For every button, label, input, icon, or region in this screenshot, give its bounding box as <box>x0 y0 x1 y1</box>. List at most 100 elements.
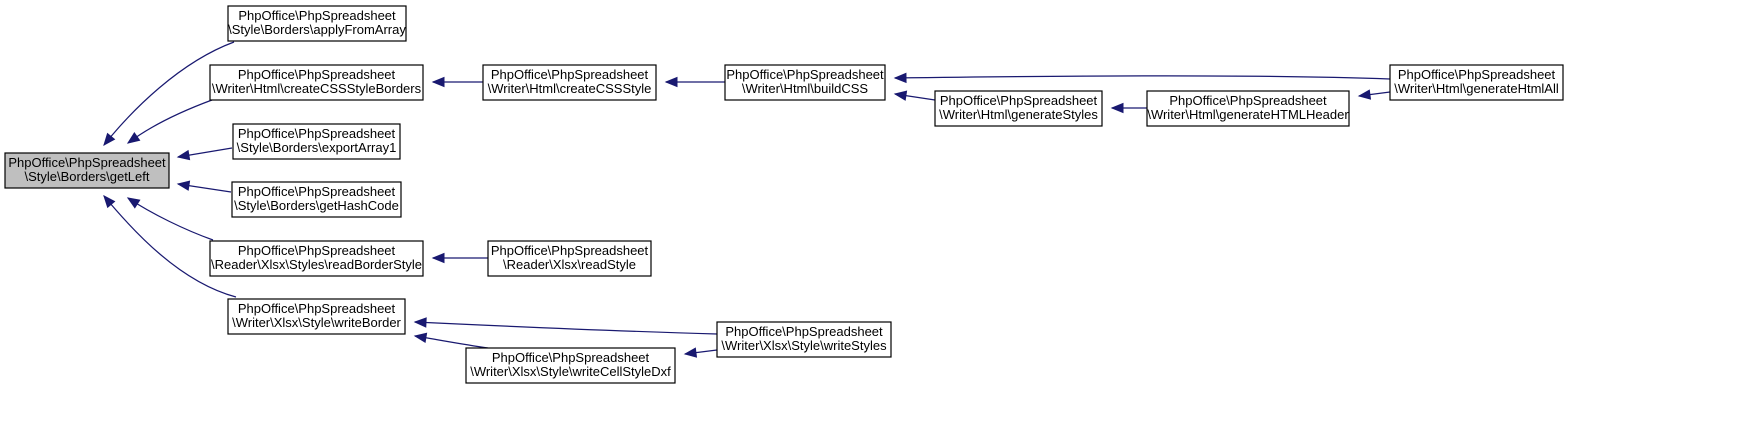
node-namespace-label: PhpOffice\PhpSpreadsheet <box>1398 67 1556 82</box>
arrowhead <box>893 90 908 101</box>
node-function-label: \Style\Borders\getHashCode <box>234 198 399 213</box>
node-getLeft[interactable]: PhpOffice\PhpSpreadsheet\Style\Borders\g… <box>4 152 170 189</box>
node-namespace-label: PhpOffice\PhpSpreadsheet <box>726 67 884 82</box>
node-namespace-label: PhpOffice\PhpSpreadsheet <box>725 324 883 339</box>
edge-createCSSStyleBorders-to-getLeft <box>126 99 213 144</box>
node-function-label: \Writer\Html\createCSSStyle <box>488 81 652 96</box>
node-getHashCode[interactable]: PhpOffice\PhpSpreadsheet\Style\Borders\g… <box>231 181 402 218</box>
node-box[interactable] <box>209 64 424 101</box>
node-createCSSStyleBorders[interactable]: PhpOffice\PhpSpreadsheet\Writer\Html\cre… <box>209 64 424 101</box>
edge-applyFromArray-to-getLeft <box>103 41 235 147</box>
node-namespace-label: PhpOffice\PhpSpreadsheet <box>238 126 396 141</box>
node-writeStyles[interactable]: PhpOffice\PhpSpreadsheet\Writer\Xlsx\Sty… <box>716 321 892 358</box>
edge-generateHtmlAll-to-buildCSS <box>893 72 1391 84</box>
arrowhead <box>431 252 445 264</box>
node-namespace-label: PhpOffice\PhpSpreadsheet <box>8 155 166 170</box>
node-createCSSStyle[interactable]: PhpOffice\PhpSpreadsheet\Writer\Html\cre… <box>482 64 657 101</box>
node-function-label: \Style\Borders\getLeft <box>24 169 149 184</box>
node-namespace-label: PhpOffice\PhpSpreadsheet <box>491 243 649 258</box>
edge-line <box>103 195 237 298</box>
edges-layer <box>103 41 1391 358</box>
node-function-label: \Writer\Xlsx\Style\writeCellStyleDxf <box>470 364 671 379</box>
arrowhead <box>103 194 116 209</box>
edge-line <box>127 197 214 241</box>
edge-getHashCode-to-getLeft <box>176 180 232 193</box>
node-function-label: \Style\Borders\applyFromArray <box>228 22 406 37</box>
node-buildCSS[interactable]: PhpOffice\PhpSpreadsheet\Writer\Html\bui… <box>724 64 886 101</box>
edge-readBorderStyle-to-getLeft <box>126 197 214 241</box>
node-applyFromArray[interactable]: PhpOffice\PhpSpreadsheet\Style\Borders\a… <box>227 5 407 42</box>
node-function-label: \Writer\Xlsx\Style\writeBorder <box>232 315 401 330</box>
node-box[interactable] <box>482 64 657 101</box>
node-namespace-label: PhpOffice\PhpSpreadsheet <box>940 93 1098 108</box>
node-readStyle[interactable]: PhpOffice\PhpSpreadsheet\Reader\Xlsx\rea… <box>487 240 652 277</box>
node-box-current[interactable] <box>4 152 170 189</box>
node-namespace-label: PhpOffice\PhpSpreadsheet <box>492 350 650 365</box>
node-box[interactable] <box>487 240 652 277</box>
node-box[interactable] <box>232 123 401 160</box>
arrowhead <box>683 347 698 358</box>
edge-readStyle-to-readBorderStyle <box>431 252 488 264</box>
node-namespace-label: PhpOffice\PhpSpreadsheet <box>238 301 396 316</box>
edge-exportArray1-to-getLeft <box>176 147 233 161</box>
edge-line <box>414 321 718 335</box>
node-box[interactable] <box>716 321 892 358</box>
node-function-label: \Writer\Html\buildCSS <box>742 81 869 96</box>
node-function-label: \Writer\Xlsx\Style\writeStyles <box>721 338 887 353</box>
node-function-label: \Reader\Xlsx\readStyle <box>503 257 636 272</box>
node-readBorderStyle[interactable]: PhpOffice\PhpSpreadsheet\Reader\Xlsx\Sty… <box>209 240 424 277</box>
node-namespace-label: PhpOffice\PhpSpreadsheet <box>1169 93 1327 108</box>
edge-line <box>103 41 235 146</box>
node-box[interactable] <box>934 90 1103 127</box>
node-box[interactable] <box>231 181 402 218</box>
node-generateStyles[interactable]: PhpOffice\PhpSpreadsheet\Writer\Html\gen… <box>934 90 1103 127</box>
node-box[interactable] <box>209 240 424 277</box>
edge-writeBorder-to-getLeft <box>103 194 237 298</box>
arrowhead <box>893 72 907 84</box>
edge-generateHtmlAll-to-generateHTMLHeader <box>1357 89 1391 100</box>
arrowhead <box>176 149 191 161</box>
edge-generateHTMLHeader-to-generateStyles <box>1110 102 1147 114</box>
node-box[interactable] <box>227 5 407 42</box>
arrowhead <box>413 317 427 328</box>
arrowhead <box>1110 102 1124 114</box>
node-generateHTMLHeader[interactable]: PhpOffice\PhpSpreadsheet\Writer\Html\gen… <box>1146 90 1350 127</box>
nodes-layer: PhpOffice\PhpSpreadsheet\Style\Borders\g… <box>4 5 1564 384</box>
node-namespace-label: PhpOffice\PhpSpreadsheet <box>491 67 649 82</box>
arrowhead <box>176 180 191 191</box>
node-box[interactable] <box>1146 90 1350 127</box>
node-writeCellStyleDxf[interactable]: PhpOffice\PhpSpreadsheet\Writer\Xlsx\Sty… <box>465 347 676 384</box>
edge-createCSSStyle-to-createCSSStyleBorders <box>431 76 483 88</box>
node-function-label: \Writer\Html\generateStyles <box>939 107 1098 122</box>
arrowhead <box>126 132 141 144</box>
arrowhead <box>126 197 141 209</box>
node-function-label: \Writer\Html\createCSSStyleBorders <box>212 81 422 96</box>
arrowhead <box>103 132 116 147</box>
node-box[interactable] <box>1389 64 1564 101</box>
node-function-label: \Writer\Html\generateHTMLHeader <box>1147 107 1349 122</box>
node-box[interactable] <box>227 298 406 335</box>
node-box[interactable] <box>724 64 886 101</box>
arrowhead <box>413 332 428 344</box>
node-namespace-label: PhpOffice\PhpSpreadsheet <box>238 243 396 258</box>
edge-writeStyles-to-writeCellStyleDxf <box>683 347 718 358</box>
node-exportArray1[interactable]: PhpOffice\PhpSpreadsheet\Style\Borders\e… <box>232 123 401 160</box>
arrowhead <box>664 76 678 88</box>
node-writeBorder[interactable]: PhpOffice\PhpSpreadsheet\Writer\Xlsx\Sty… <box>227 298 406 335</box>
edge-generateStyles-to-buildCSS <box>893 90 936 101</box>
node-namespace-label: PhpOffice\PhpSpreadsheet <box>238 8 396 23</box>
edge-line <box>127 99 213 144</box>
node-function-label: \Reader\Xlsx\Styles\readBorderStyle <box>211 257 422 272</box>
node-namespace-label: PhpOffice\PhpSpreadsheet <box>238 67 396 82</box>
node-namespace-label: PhpOffice\PhpSpreadsheet <box>238 184 396 199</box>
arrowhead <box>431 76 445 88</box>
node-box[interactable] <box>465 347 676 384</box>
edge-line <box>894 75 1391 80</box>
arrowhead <box>1357 89 1372 100</box>
node-function-label: \Style\Borders\exportArray1 <box>237 140 397 155</box>
edge-writeCellStyleDxf-to-writeBorder <box>413 332 489 349</box>
node-generateHtmlAll[interactable]: PhpOffice\PhpSpreadsheet\Writer\Html\gen… <box>1389 64 1564 101</box>
node-function-label: \Writer\Html\generateHtmlAll <box>1394 81 1559 96</box>
edge-writeStyles-to-writeBorder <box>413 317 718 335</box>
